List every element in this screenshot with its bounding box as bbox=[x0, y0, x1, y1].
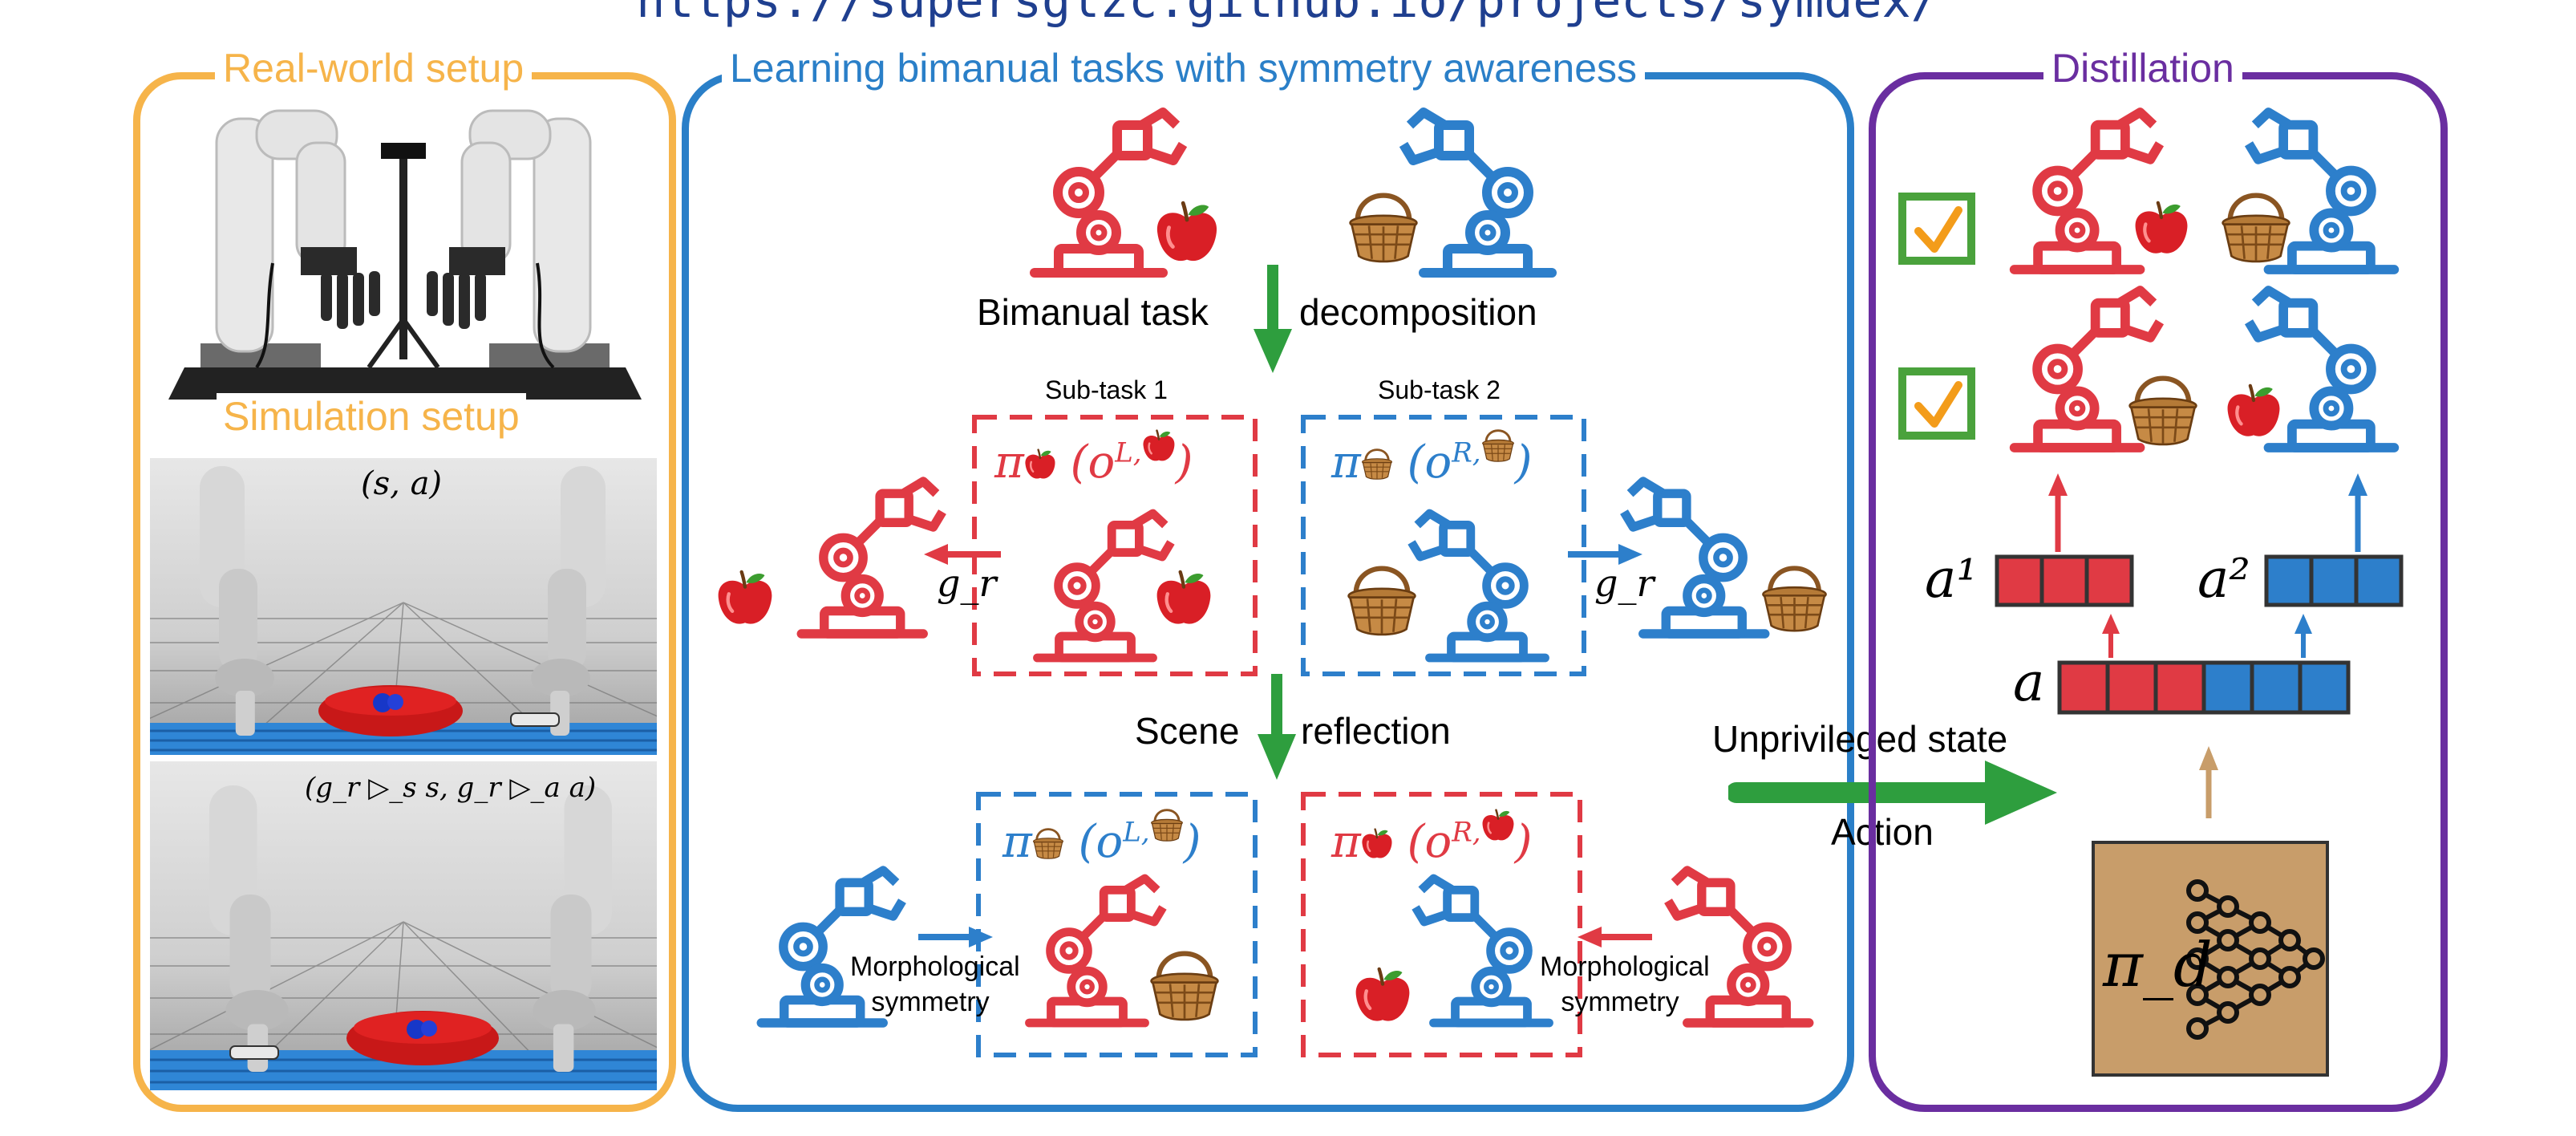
decomposition-arrow bbox=[1254, 265, 1292, 373]
action-label: Action bbox=[1831, 811, 1934, 853]
distill-arrow bbox=[1728, 761, 2057, 825]
reflection-arrow bbox=[1258, 674, 1296, 780]
simulation-photo-top bbox=[150, 458, 657, 755]
realworld-photo bbox=[152, 103, 654, 400]
arrow-a1-up bbox=[2048, 473, 2068, 552]
distill-row1-apple-icon bbox=[2136, 203, 2188, 254]
arrow-a-to-a2 bbox=[2295, 614, 2312, 658]
bottom-right-arm bbox=[1416, 878, 1549, 1023]
bottom-right-apple-icon bbox=[1356, 969, 1410, 1021]
arrow-a-to-a1 bbox=[2102, 614, 2120, 658]
learning-title: Learning bimanual tasks with symmetry aw… bbox=[722, 45, 1646, 91]
morph-arrow-right bbox=[1578, 927, 1652, 947]
gr-label-right: g_r bbox=[1594, 562, 1655, 605]
subtask2-label: Sub-task 2 bbox=[1378, 375, 1501, 404]
distill-row1-basket-icon bbox=[2223, 196, 2290, 262]
bottom-left-arm bbox=[1030, 878, 1164, 1023]
subtask2-box bbox=[1301, 415, 1586, 676]
unprivileged-state-label: Unprivileged state bbox=[1712, 718, 2008, 760]
policy-reflected-left: π (oL,) bbox=[1002, 809, 1201, 868]
reflect-label-right: reflection bbox=[1301, 710, 1451, 752]
subtask1-arm bbox=[1038, 513, 1172, 658]
top-right-arm bbox=[1403, 112, 1552, 273]
decomp-label-left: Bimanual task bbox=[977, 291, 1209, 333]
distill-row1-left-arm bbox=[2015, 112, 2160, 270]
arrow-network-to-a bbox=[2199, 746, 2218, 818]
distillation-diagram bbox=[1898, 80, 2404, 1077]
a2-label: a² bbox=[2197, 548, 2250, 610]
morph-label-right: Morphological symmetry bbox=[1540, 951, 1710, 1017]
subtask2-basket-icon bbox=[1349, 569, 1416, 635]
reflected-subtask-right-box bbox=[1301, 792, 1582, 1057]
simulation-photo-bottom bbox=[150, 761, 657, 1090]
reflected-right-basket-icon bbox=[1763, 568, 1825, 631]
policy-subtask1: π (oL,) bbox=[994, 429, 1193, 489]
top-right-basket-icon bbox=[1351, 196, 1417, 262]
decomp-label-right: decomposition bbox=[1299, 291, 1537, 333]
policy-reflected-right: π (oR,) bbox=[1331, 809, 1532, 868]
distillation-title: Distillation bbox=[2043, 45, 2242, 91]
distill-row2-basket-icon bbox=[2130, 379, 2197, 444]
gr-label-left: g_r bbox=[937, 562, 997, 605]
neural-network-icon bbox=[2186, 879, 2325, 1040]
project-url[interactable]: https://supersglzc.github.io/projects/sy… bbox=[636, 0, 1940, 29]
morph-label-left: Morphological symmetry bbox=[850, 951, 1020, 1017]
simulation-title: Simulation setup bbox=[217, 393, 526, 440]
distill-row2-apple-icon bbox=[2228, 386, 2280, 436]
bottom-left-basket-icon bbox=[1152, 954, 1218, 1020]
top-left-arm bbox=[1035, 112, 1183, 273]
check-icon-2 bbox=[1898, 367, 1975, 440]
gr-arrow-right bbox=[1568, 544, 1642, 565]
a-vector bbox=[2057, 660, 2351, 715]
reflected-left-apple-icon bbox=[719, 572, 772, 624]
policy-subtask2: π (oR,) bbox=[1331, 429, 1532, 489]
reflect-label-left: Scene bbox=[1135, 710, 1240, 752]
a2-vector bbox=[2264, 554, 2404, 607]
check-icon-1 bbox=[1898, 193, 1975, 265]
sim-label-bottom: (g_r ▷_s s, g_r ▷_a a) bbox=[305, 772, 597, 804]
learning-diagram bbox=[682, 80, 1854, 1057]
distilled-policy-box bbox=[2092, 841, 2329, 1077]
subtask1-box bbox=[972, 415, 1258, 676]
subtask1-label: Sub-task 1 bbox=[1045, 375, 1168, 404]
subtask1-apple-icon bbox=[1157, 572, 1211, 624]
reflected-subtask-left-box bbox=[976, 792, 1258, 1057]
subtask2-arm bbox=[1412, 513, 1545, 658]
morph-arrow-left bbox=[918, 927, 993, 947]
a1-vector bbox=[1995, 554, 2134, 607]
reflected-right-arm bbox=[1624, 481, 1765, 634]
pid-label: π_d bbox=[2103, 929, 2213, 1000]
top-left-apple-icon bbox=[1157, 203, 1217, 261]
a-label: a bbox=[2013, 651, 2045, 713]
a1-label: a¹ bbox=[1925, 548, 1978, 610]
realworld-title: Real-world setup bbox=[215, 45, 533, 91]
sim-label-top: (s, a) bbox=[361, 465, 443, 502]
arrow-a2-up bbox=[2348, 473, 2367, 552]
gr-arrow-left bbox=[924, 544, 1001, 565]
reflected-left-arm bbox=[801, 481, 942, 634]
